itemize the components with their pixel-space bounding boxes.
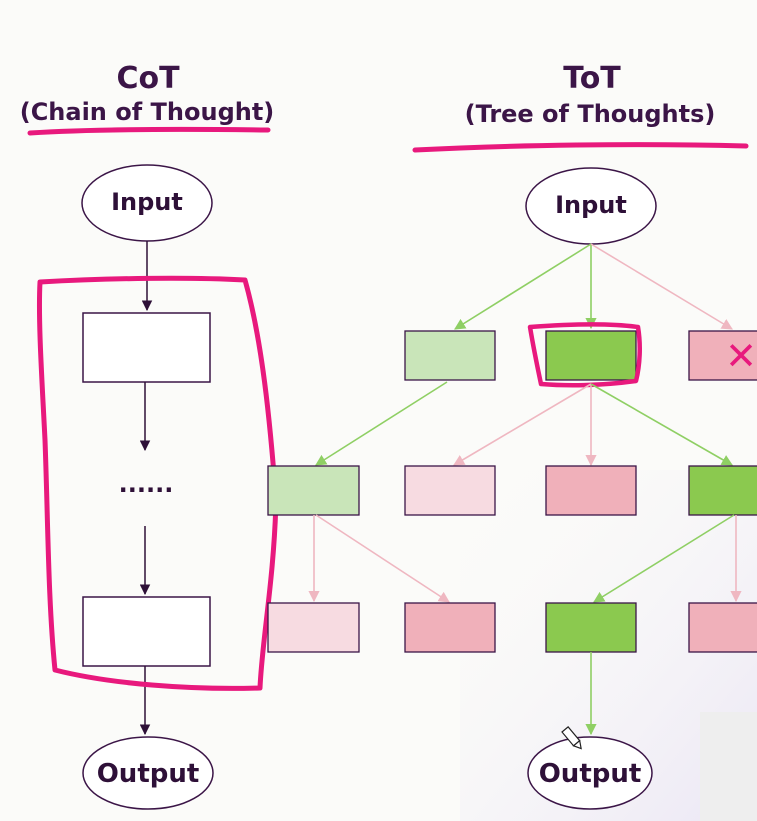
tot-l2-node-d	[688, 465, 757, 516]
tot-l3-node-a	[267, 602, 360, 653]
cot-ellipsis: ......	[119, 470, 174, 498]
tot-output-label: Output	[539, 759, 642, 789]
tot-l2-node-a	[267, 465, 360, 516]
cot-input-label: Input	[111, 188, 183, 216]
tot-selected-highlight	[527, 322, 642, 388]
tot-l2-node-c	[545, 465, 637, 516]
cot-subtitle: (Chain of Thought)	[20, 98, 275, 126]
tot-title: ToT	[563, 61, 621, 96]
tot-title-underline	[412, 142, 749, 153]
cot-output-label: Output	[97, 759, 200, 789]
tot-l1-node-c	[688, 330, 757, 381]
tot-l3-node-c	[545, 602, 637, 653]
cot-highlight-annotation	[36, 275, 279, 691]
background-block	[700, 712, 757, 821]
tot-output-node	[527, 736, 653, 810]
tot-edge-l2d-l3c	[593, 514, 735, 603]
tot-subtitle: (Tree of Thoughts)	[465, 100, 716, 128]
tot-edge-l1b-l2d	[590, 383, 733, 466]
cot-step-1	[82, 312, 211, 383]
cot-title: CoT	[116, 61, 180, 96]
cot-title-underline	[27, 126, 271, 136]
tot-edge-input-l1c	[590, 243, 733, 330]
tot-edge-input-l1a	[454, 243, 592, 330]
pen-cursor-icon	[561, 726, 582, 750]
tot-edge-l2a-l3b	[315, 514, 450, 603]
tot-edge-l1b-l2b	[453, 383, 592, 466]
tot-pruned-mark: ✕	[725, 334, 757, 378]
tot-edge-l1a-l2a	[315, 381, 448, 466]
tot-input-label: Input	[555, 191, 627, 219]
tot-l1-node-b	[545, 330, 637, 381]
cot-output-node	[82, 736, 214, 810]
tot-l2-node-b	[404, 465, 496, 516]
tot-l3-node-d	[688, 602, 757, 653]
tot-l3-node-b	[404, 602, 496, 653]
tot-l1-node-a	[404, 330, 496, 381]
cot-step-2	[82, 596, 211, 667]
